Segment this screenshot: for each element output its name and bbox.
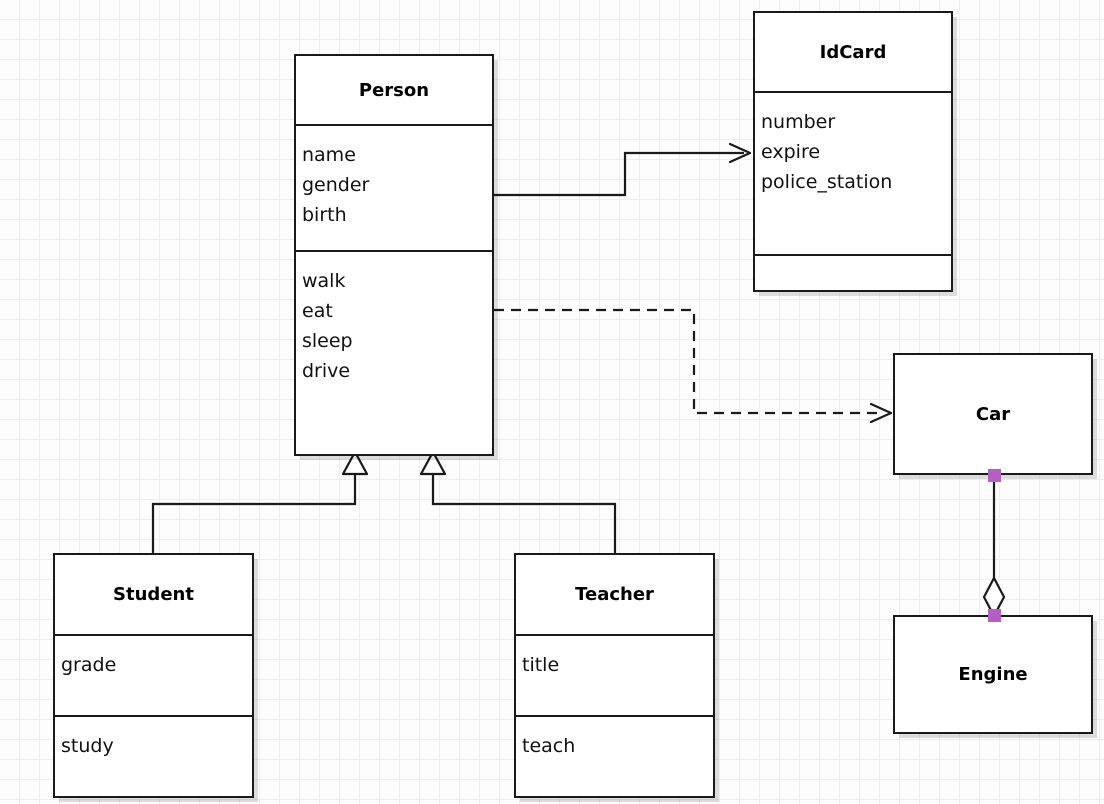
- class-title-idcard: IdCard: [819, 41, 887, 63]
- dependency-person-car[interactable]: [494, 308, 893, 424]
- method-row: sleep: [302, 330, 353, 352]
- method-row: drive: [302, 360, 351, 382]
- class-title-teacher: Teacher: [575, 584, 654, 605]
- class-box-student[interactable]: Student grade study: [53, 553, 254, 798]
- attribute-row: grade: [61, 654, 117, 676]
- class-box-teacher[interactable]: Teacher title teach: [514, 553, 715, 798]
- attribute-row: number: [761, 111, 836, 133]
- class-title-car: Car: [975, 403, 1011, 425]
- association-person-idcard[interactable]: [494, 142, 752, 197]
- attribute-row: birth: [302, 204, 347, 226]
- class-attributes-person: name gender birth: [296, 124, 492, 250]
- attribute-row: name: [302, 144, 356, 166]
- attribute-row: gender: [302, 174, 370, 196]
- class-methods-teacher: teach: [516, 715, 713, 796]
- class-title-student: Student: [113, 584, 194, 605]
- class-methods-idcard: [755, 254, 951, 290]
- class-box-car[interactable]: Car: [893, 353, 1093, 475]
- generalization-teacher-person[interactable]: [419, 450, 617, 553]
- class-title-person: Person: [358, 79, 430, 101]
- aggregation-car-engine[interactable]: [982, 476, 1006, 618]
- attribute-row: police_station: [761, 171, 893, 193]
- attribute-row: expire: [761, 141, 821, 163]
- method-row: walk: [302, 270, 346, 292]
- attribute-row: title: [522, 654, 560, 676]
- class-attributes-idcard: number expire police_station: [755, 91, 951, 254]
- method-row: eat: [302, 300, 333, 322]
- class-attributes-teacher: title: [516, 634, 713, 715]
- class-box-engine[interactable]: Engine: [893, 615, 1093, 734]
- generalization-student-person[interactable]: [151, 450, 369, 553]
- class-methods-student: study: [55, 715, 252, 796]
- method-row: study: [61, 735, 114, 757]
- class-methods-person: walk eat sleep drive: [296, 250, 492, 454]
- class-title-engine: Engine: [958, 664, 1028, 685]
- selection-handle-car-end[interactable]: [988, 469, 1001, 482]
- class-box-idcard[interactable]: IdCard number expire police_station: [753, 11, 953, 292]
- class-box-person[interactable]: Person name gender birth walk eat sleep …: [294, 54, 494, 456]
- class-attributes-student: grade: [55, 634, 252, 715]
- method-row: teach: [522, 735, 576, 757]
- selection-handle-engine-end[interactable]: [988, 609, 1001, 622]
